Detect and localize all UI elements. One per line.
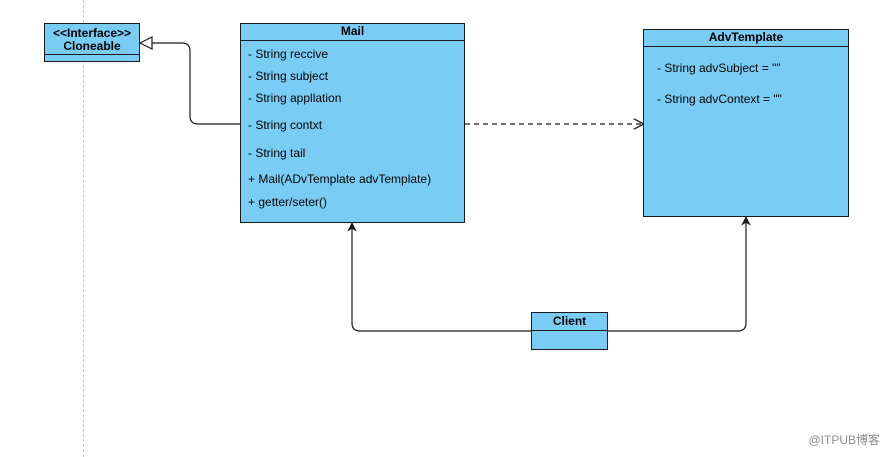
class-cloneable-name: Cloneable [63,39,121,53]
class-client-name: Client [552,314,587,328]
class-cloneable-stereotype: <<Interface>> [52,26,132,40]
page-guide-line [83,0,84,457]
class-mail-member: - String reccive [248,47,329,61]
class-mail-member: - String contxt [248,118,323,132]
class-advtemplate-header: AdvTemplate [644,30,848,47]
class-cloneable[interactable]: <<Interface>> Cloneable [44,23,140,62]
class-client-header: Client [532,313,607,331]
class-mail-member: - String subject [248,69,329,83]
class-mail-name: Mail [340,24,365,38]
class-mail[interactable]: Mail - String reccive - String subject -… [240,23,465,223]
class-mail-header: Mail [241,24,464,41]
class-mail-member: + Mail(ADvTemplate advTemplate) [248,172,432,186]
class-mail-member: - String appllation [248,91,342,105]
class-client[interactable]: Client [531,312,608,350]
class-mail-member: - String tail [248,146,306,160]
class-cloneable-header: <<Interface>> Cloneable [45,24,139,55]
edge-client-to-advtemplate [608,216,751,332]
edge-client-to-mail [347,222,531,332]
edge-mail-realizes-cloneable [140,43,240,125]
class-advtemplate-name: AdvTemplate [708,30,784,44]
class-advtemplate-member: - String advContext = "" [657,92,782,106]
watermark: @ITPUB博客 [808,433,880,447]
class-mail-member: + getter/seter() [248,195,328,209]
class-advtemplate-member: - String advSubject = "" [657,61,781,75]
class-advtemplate[interactable]: AdvTemplate - String advSubject = "" - S… [643,29,849,217]
